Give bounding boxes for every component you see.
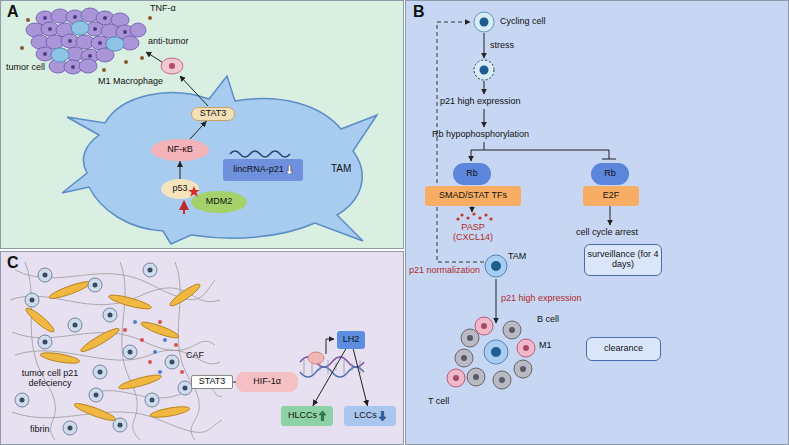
- process-box: STAT3: [191, 375, 233, 389]
- protein-box: Rb: [591, 163, 629, 185]
- enzyme-name: LH2: [343, 335, 360, 345]
- increase-arrow: [319, 411, 326, 421]
- process-name: clearance: [604, 344, 643, 354]
- outcome-label: cell cycle arrest: [576, 227, 638, 237]
- cell-label: tumor cell p21 defeciency: [12, 368, 88, 389]
- process-box: lincRNA-p21: [223, 159, 303, 181]
- product-name: LCCs: [354, 411, 377, 421]
- step-label: p21 high expression: [440, 96, 521, 106]
- protein-name: STAT3: [199, 377, 226, 387]
- cell-label: TAM: [508, 251, 526, 261]
- panel-letter: A: [7, 3, 19, 21]
- process-box: LH2: [337, 331, 365, 349]
- decrease-arrow: [379, 411, 386, 421]
- process-box: E2F: [583, 186, 639, 206]
- protein-box: Rb: [453, 163, 491, 185]
- process-box: STAT3: [191, 107, 235, 121]
- protein-name: p53: [172, 184, 187, 194]
- process-box: surveillance (for 4 days): [584, 244, 662, 276]
- step-label: p21 normalization: [409, 265, 480, 275]
- panel: A TAM STAT3NF-κB lincRNA-p21 p53MDM2: [0, 0, 404, 249]
- protein-ellipse: NF-κB: [151, 139, 209, 161]
- cell-label: TAM: [331, 163, 351, 174]
- material-label: fibrin: [30, 424, 50, 434]
- protein-name: Rb: [604, 169, 616, 179]
- cell-label: Cycling cell: [500, 16, 546, 26]
- cytokine-label: TNF-α: [150, 3, 176, 13]
- cell-label: CAF: [186, 350, 204, 360]
- factor-label: PASP (CXCL14): [447, 222, 499, 243]
- decrease-arrow: [286, 165, 293, 175]
- step-label: stress: [490, 40, 514, 50]
- cell-label: B cell: [537, 314, 559, 324]
- rna-name: lincRNA-p21: [233, 165, 284, 175]
- cell-outline: [62, 76, 377, 244]
- cell-label: tumor cell: [6, 62, 45, 72]
- step-label: p21 high expression: [501, 293, 582, 303]
- macrophage-cell: TAM STAT3NF-κB lincRNA-p21 p53MDM2: [59, 73, 381, 245]
- cell-label: M1 Macrophage: [98, 76, 163, 86]
- cell-label: M1: [539, 340, 552, 350]
- increase-arrow: [319, 411, 326, 421]
- process-box: HIF-1α: [236, 372, 298, 392]
- protein-name: HIF-1α: [253, 377, 281, 387]
- decrease-arrow: [379, 411, 386, 421]
- cell-label: T cell: [428, 396, 449, 406]
- panel-letter: B: [413, 3, 425, 21]
- process-box: SMAD/STAT TFs: [425, 186, 521, 206]
- protein-name: MDM2: [206, 197, 233, 207]
- process-box: HLCCs: [281, 406, 333, 426]
- protein-name: SMAD/STAT TFs: [439, 191, 507, 201]
- effect-label: anti-tumor: [148, 36, 189, 46]
- process-box: clearance: [586, 337, 661, 361]
- panel-letter: C: [7, 254, 19, 272]
- protein-name: E2F: [603, 191, 620, 201]
- product-name: HLCCs: [288, 411, 317, 421]
- protein-ellipse: MDM2: [191, 191, 247, 213]
- process-box: LCCs: [344, 406, 396, 426]
- protein-name: STAT3: [200, 109, 227, 119]
- cell-outline: [59, 73, 381, 245]
- step-label: Rb hypophosphorylation: [432, 129, 529, 139]
- process-name: surveillance (for 4 days): [585, 250, 661, 270]
- protein-name: NF-κB: [167, 145, 193, 155]
- protein-name: Rb: [466, 169, 478, 179]
- panel: C STAT3 HIF-1α LH2HLCCs LCCs: [0, 251, 404, 445]
- decrease-arrow: [286, 165, 293, 175]
